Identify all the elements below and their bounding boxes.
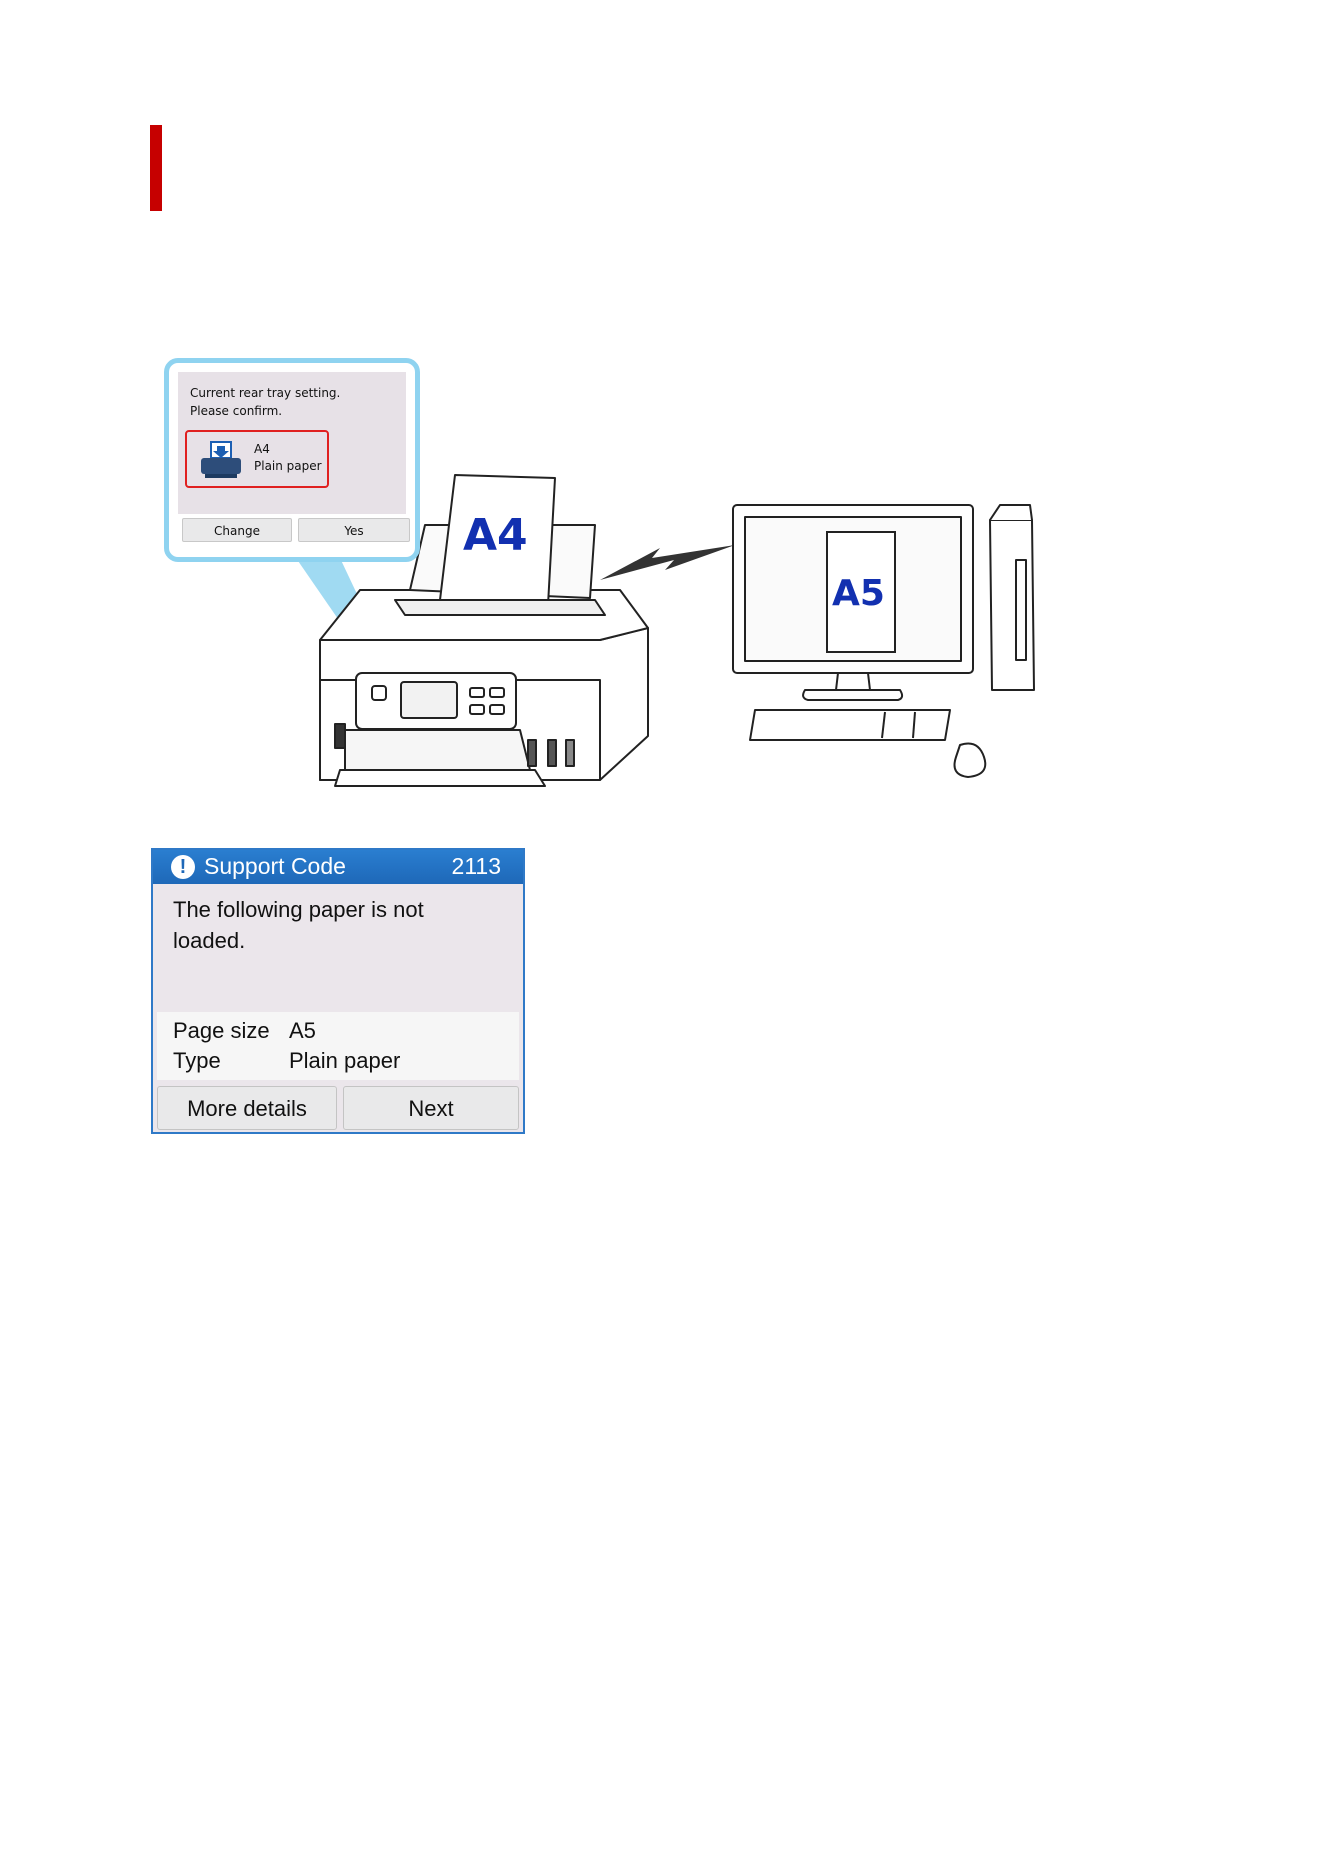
panel-message-line2: loaded. [173,925,503,956]
rear-tray-icon [197,440,245,480]
callout-button-bar: Change Yes [178,514,406,548]
monitor-paper-label: A5 [832,573,885,614]
change-button[interactable]: Change [182,518,292,542]
panel-message-line1: The following paper is not [173,894,503,925]
wireless-icon [600,545,735,580]
panel-message: The following paper is not loaded. [173,894,503,956]
paper-setting-box[interactable]: A4 Plain paper [185,430,329,488]
more-details-button[interactable]: More details [157,1086,337,1130]
detail-label: Page size [173,1018,289,1044]
panel-title: Support Code [204,853,346,880]
detail-value: A5 [289,1018,316,1043]
paper-size-value: A4 [254,441,322,458]
callout-message-line2: Please confirm. [190,402,340,420]
paper-setting-text: A4 Plain paper [254,441,322,475]
printer-paper-label: A4 [463,510,528,561]
printer-screen: Current rear tray setting. Please confir… [178,372,406,548]
detail-label: Type [173,1048,289,1074]
support-code-panel: ! Support Code 2113 The following paper … [151,848,525,1134]
next-button[interactable]: Next [343,1086,519,1130]
printer-screen-callout: Current rear tray setting. Please confir… [164,358,420,562]
callout-message-line1: Current rear tray setting. [190,384,340,402]
detail-value: Plain paper [289,1048,400,1073]
heading-accent-bar [150,125,162,211]
callout-message: Current rear tray setting. Please confir… [190,384,340,420]
paper-type-value: Plain paper [254,458,322,475]
panel-header: ! Support Code 2113 [153,850,523,884]
support-code-number: 2113 [452,853,501,880]
alert-icon: ! [171,855,195,879]
yes-button[interactable]: Yes [298,518,410,542]
